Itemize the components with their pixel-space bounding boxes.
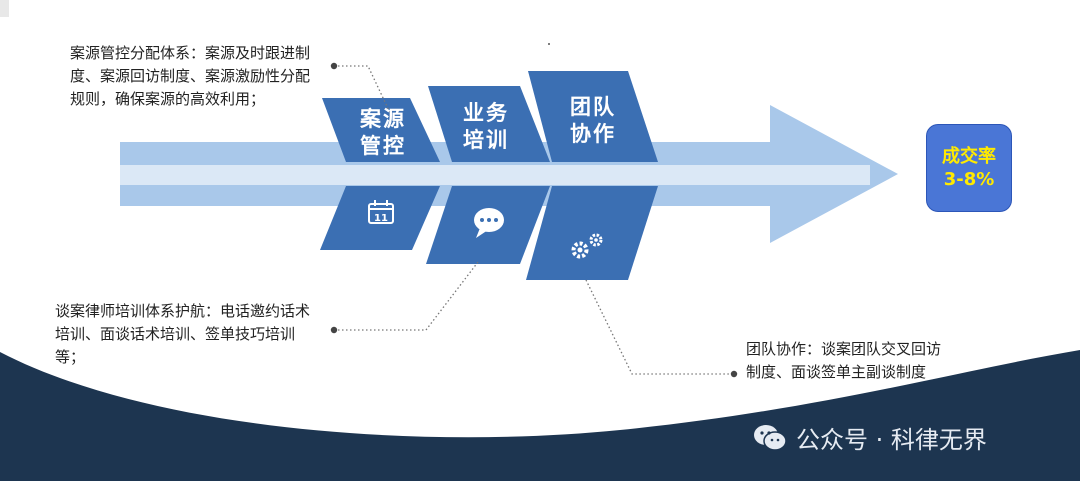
block-top-teamwork — [528, 71, 658, 162]
result-value: 3-8% — [943, 169, 995, 190]
block-bottom-case-management — [320, 186, 440, 250]
gears-icon — [571, 233, 603, 259]
note-training: 谈案律师培训体系护航：电话邀约话术培训、面谈话术培训、签单技巧培训等； — [55, 302, 311, 366]
connector-training — [334, 261, 479, 331]
result-box: 成交率 3-8% — [926, 124, 1012, 212]
block-bottom-teamwork — [526, 186, 658, 280]
block-top-case-management — [322, 98, 440, 162]
calendar-icon: 11 — [368, 200, 394, 224]
note-case-management: 案源管控分配体系：案源及时跟进制度、案源回访制度、案源激励性分配规则，确保案源的… — [70, 44, 311, 108]
watermark-text: 公众号 · 科律无界 — [796, 426, 987, 454]
watermark: 公众号 · 科律无界 — [752, 420, 987, 455]
calendar-icon-text: 11 — [374, 213, 388, 224]
stray-dot — [548, 43, 550, 45]
connector-teamwork — [585, 279, 734, 375]
result-title: 成交率 — [942, 146, 996, 167]
connector-dot-3 — [730, 370, 738, 378]
block-label-teamwork: 团队协作 — [570, 95, 616, 146]
block-top-training — [428, 86, 550, 162]
block-label-case-management: 案源管控 — [360, 107, 406, 158]
arrow-highlight-band — [120, 165, 870, 185]
note-teamwork: 团队协作：谈案团队交叉回访制度、面谈签单主副谈制度 — [746, 340, 942, 381]
block-label-training: 业务培训 — [463, 101, 509, 152]
corner-mark — [0, 0, 9, 17]
footer-wave — [0, 350, 1080, 481]
connector-dot-1 — [330, 62, 338, 70]
chat-bubble-icon — [474, 208, 504, 238]
wechat-icon — [754, 424, 787, 451]
connector-dot-2 — [330, 326, 338, 334]
